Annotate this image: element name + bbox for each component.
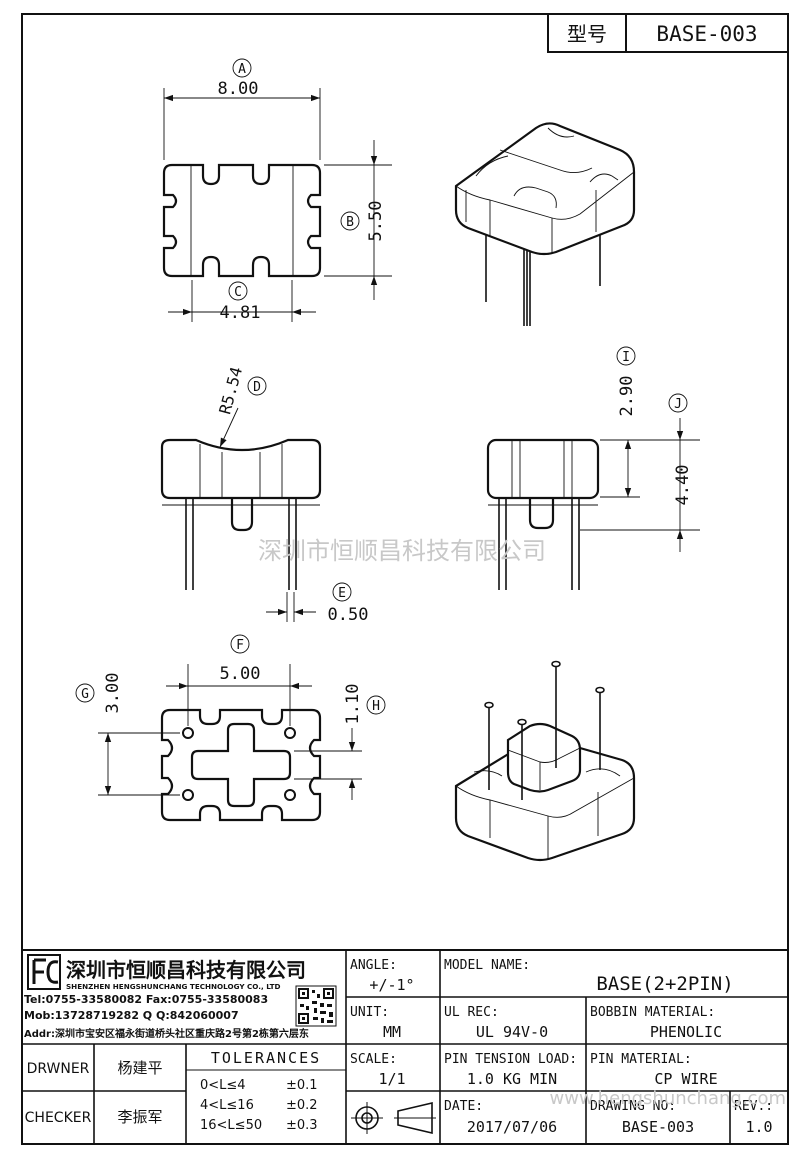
- bobbin-material-label: BOBBIN MATERIAL:: [590, 1005, 715, 1020]
- angle-value: +/-1°: [369, 976, 414, 994]
- model-header-value: BASE-003: [656, 22, 757, 46]
- tolerance-3-range: 16<L≤50: [200, 1118, 262, 1133]
- dim-f-label: F: [236, 638, 244, 653]
- model-header-box: 型号 BASE-003: [547, 13, 789, 53]
- drawer-label: DRWNER: [27, 1061, 90, 1077]
- pin-material-label: PIN MATERIAL:: [590, 1052, 692, 1067]
- isometric-view-bottom: [454, 660, 636, 862]
- tolerances-title: TOLERANCES: [211, 1049, 321, 1067]
- watermark-company: 深圳市恒顺昌科技有限公司: [258, 537, 546, 565]
- projection-symbol-icon: [351, 1101, 436, 1135]
- dim-h-value: 1.10: [343, 684, 363, 725]
- dim-b-label: B: [346, 215, 354, 230]
- model-name-value: BASE(2+2PIN): [596, 973, 733, 995]
- tolerance-2-range: 4<L≤16: [200, 1098, 254, 1113]
- company-tel: Tel:0755-33580082 Fax:0755-33580083: [24, 993, 268, 1006]
- company-name-cn: 深圳市恒顺昌科技有限公司: [66, 958, 306, 982]
- company-mob: Mob:13728719282 Q Q:842060007: [24, 1009, 239, 1022]
- checker-value: 李振军: [117, 1108, 162, 1126]
- dim-g-label: G: [81, 687, 89, 702]
- drawer-value: 杨建平: [117, 1059, 162, 1077]
- date-label: DATE:: [444, 1099, 483, 1114]
- dim-f-value: 5.00: [220, 664, 261, 684]
- ul-rec-value: UL 94V-0: [476, 1023, 548, 1041]
- dim-g-value: 3.00: [103, 673, 123, 714]
- dim-d-label: D: [253, 380, 261, 395]
- rev-label: REV.:: [734, 1099, 773, 1114]
- bottom-view: F 5.00 G 3.00 H 1.10: [75, 634, 386, 822]
- ul-rec-label: UL REC:: [444, 1005, 499, 1020]
- angle-label: ANGLE:: [350, 958, 397, 973]
- scale-value: 1/1: [378, 1070, 405, 1088]
- dim-j-label: J: [674, 397, 682, 412]
- rev-value: 1.0: [745, 1118, 772, 1136]
- date-value: 2017/07/06: [467, 1118, 557, 1136]
- isometric-view-top: [454, 122, 636, 326]
- tolerance-1-range: 0<L≤4: [200, 1078, 246, 1093]
- unit-label: UNIT:: [350, 1005, 389, 1020]
- tolerance-1-value: ±0.1: [286, 1078, 318, 1093]
- scale-label: SCALE:: [350, 1052, 397, 1067]
- company-name-en: SHENZHEN HENGSHUNCHANG TECHNOLOGY CO., L…: [66, 982, 281, 991]
- dim-j-value: 4.40: [673, 465, 693, 506]
- qr-code: [295, 985, 337, 1027]
- top-view: A 8.00 B 5.50 C 4.81: [162, 58, 392, 323]
- watermark-url: www.hengshunchang.com: [550, 1088, 787, 1109]
- dim-h-label: H: [372, 699, 380, 714]
- company-logo-icon: [27, 954, 61, 990]
- bobbin-material-value: PHENOLIC: [650, 1023, 722, 1041]
- tolerance-3-value: ±0.3: [286, 1118, 318, 1133]
- checker-label: CHECKER: [25, 1110, 92, 1126]
- tolerance-2-value: ±0.2: [286, 1098, 318, 1113]
- dim-b-value: 5.50: [366, 201, 386, 242]
- unit-value: MM: [383, 1023, 401, 1041]
- title-block: 深圳市恒顺昌科技有限公司 SHENZHEN HENGSHUNCHANG TECH…: [22, 949, 788, 1144]
- drawing-no-label: DRAWING NO:: [590, 1099, 676, 1114]
- pin-tension-label: PIN TENSION LOAD:: [444, 1052, 577, 1067]
- sheet-border: [21, 13, 789, 1145]
- dim-i-label: I: [622, 350, 630, 365]
- dim-d-value: R5.54: [215, 365, 246, 416]
- pin-tension-value: 1.0 KG MIN: [467, 1070, 557, 1088]
- side-view: I 2.90 J 4.40: [486, 346, 700, 590]
- model-header-label: 型号: [567, 22, 607, 46]
- dim-e-label: E: [338, 586, 346, 601]
- dim-a-value: 8.00: [218, 79, 259, 99]
- drawing-no-value: BASE-003: [622, 1118, 694, 1136]
- dim-c-value: 4.81: [220, 303, 261, 323]
- dim-i-value: 2.90: [617, 376, 637, 417]
- dim-c-label: C: [234, 285, 242, 300]
- dim-a-label: A: [238, 62, 246, 77]
- pin-material-value: CP WIRE: [654, 1070, 717, 1088]
- company-address: Addr:深圳市宝安区福永街道桥头社区重庆路2号第2栋第六层东: [24, 1027, 309, 1040]
- front-view: R5.54 D E 0.50: [160, 365, 369, 625]
- model-name-label: MODEL NAME:: [444, 958, 530, 973]
- dim-e-value: 0.50: [328, 605, 369, 625]
